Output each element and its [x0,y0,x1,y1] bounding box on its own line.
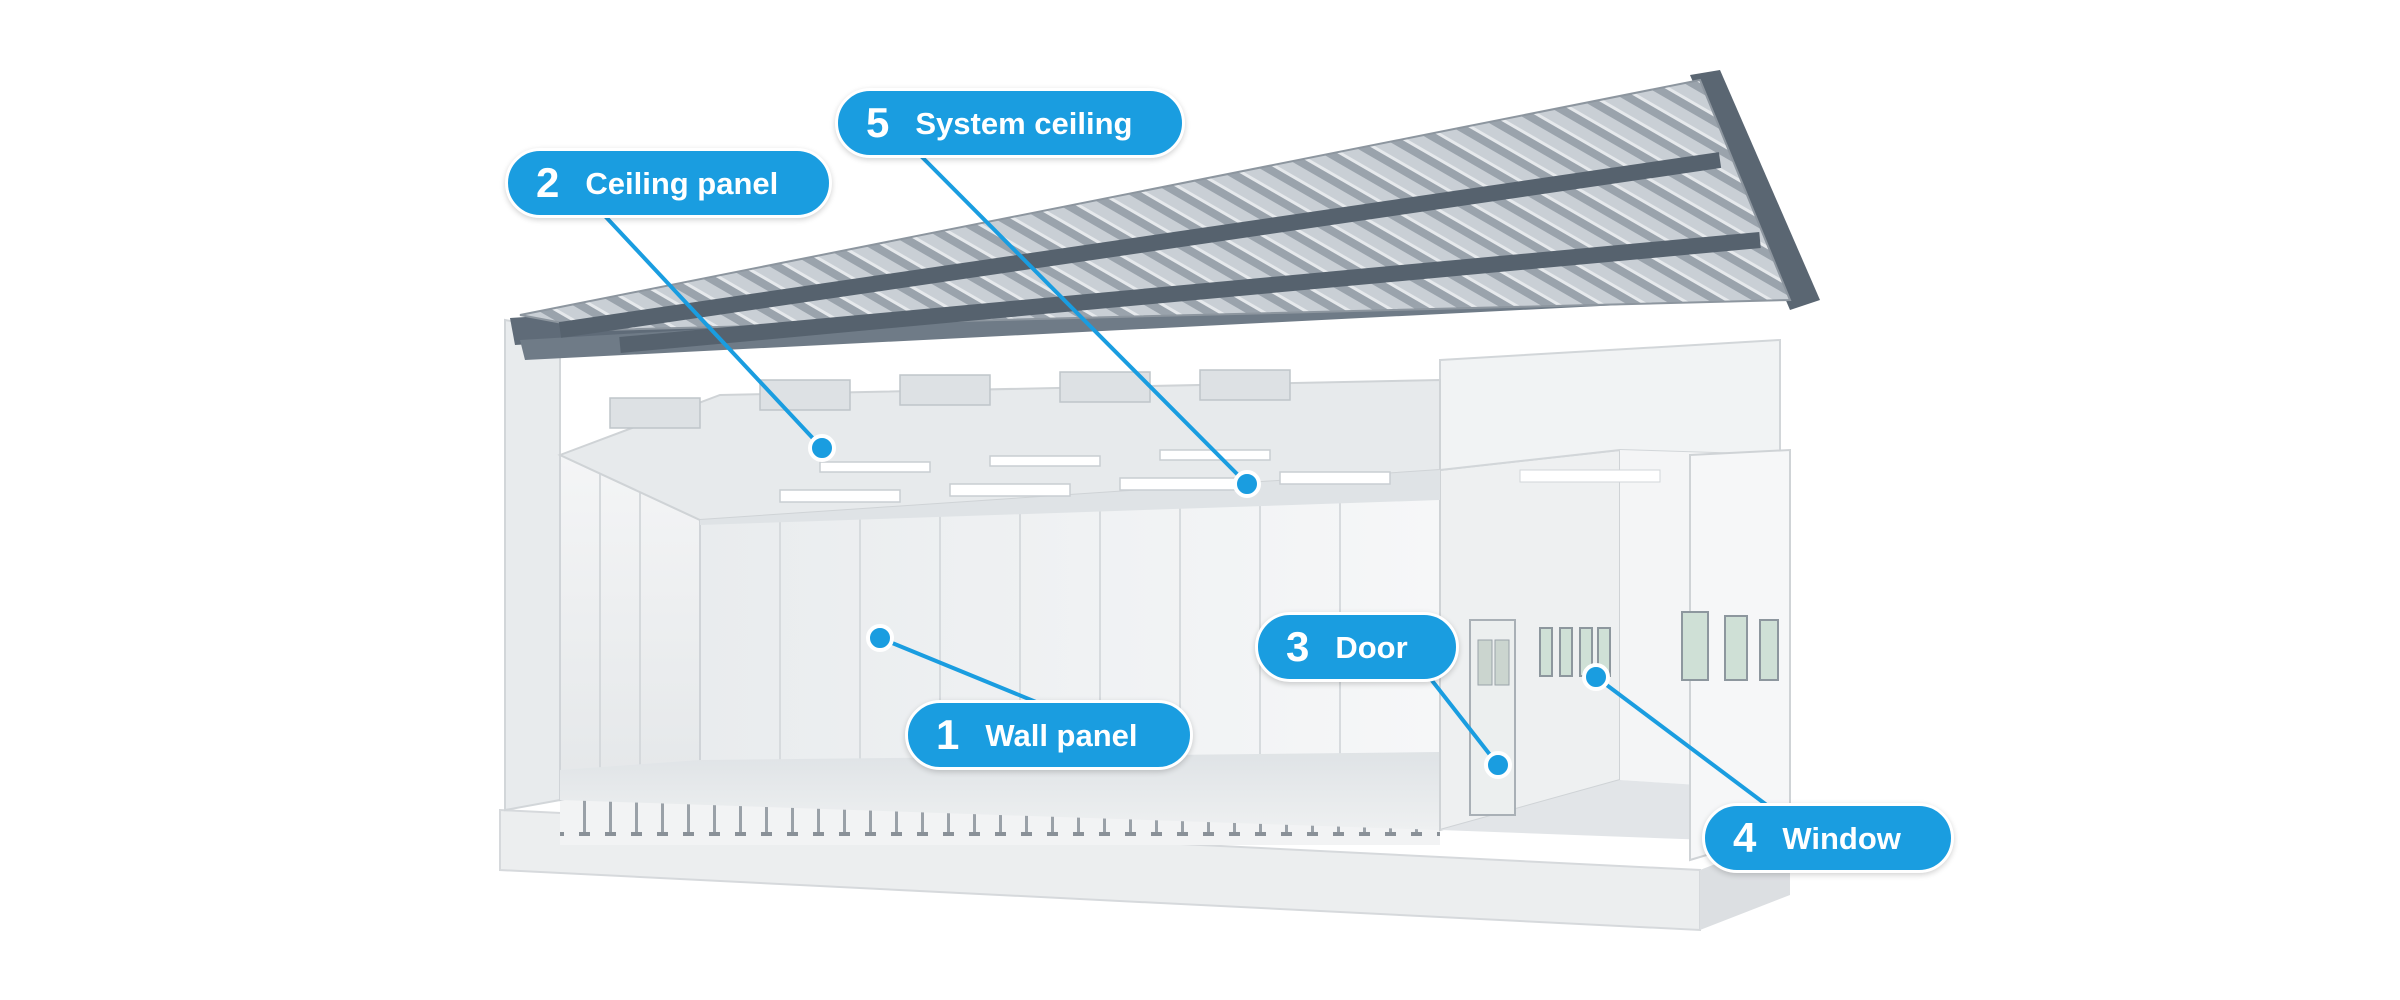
ceiling-panel-callout: 2 Ceiling panel [505,148,832,218]
window-marker-dot [1582,663,1610,691]
ceiling-panel-marker-dot [808,434,836,462]
main-floor [560,752,1440,830]
window-callout: 4 Window [1702,803,1954,873]
wall-panel-number: 1 [936,711,960,758]
door-label: Door [1335,629,1408,665]
left-wall-seams [599,473,641,792]
door-callout: 3 Door [1255,612,1459,682]
system-ceiling-number: 5 [866,99,890,146]
roof-beams [558,152,1761,353]
wall-panel-marker-dot [866,624,894,652]
wall-panel-label: Wall panel [985,717,1138,753]
outer-wall-left [504,318,561,812]
back-wall [700,500,1440,770]
wall-panel-callout: 1 Wall panel [905,700,1193,770]
system-ceiling-callout: 5 System ceiling [835,88,1185,158]
door-marker-dot [1484,751,1512,779]
door-illustration [1469,619,1516,816]
ceiling-panels [557,369,1441,525]
door-number: 3 [1286,623,1310,670]
ceiling-panel-number: 2 [536,159,560,206]
window-number: 4 [1733,814,1757,861]
leader-dots [808,434,1610,779]
ceiling-panel-label: Ceiling panel [585,165,779,201]
ante-room [1439,338,1791,862]
system-ceiling-label: System ceiling [915,105,1133,141]
system-ceiling-marker-dot [1233,470,1261,498]
ceiling-light-fixtures [779,449,1391,503]
window-label: Window [1782,820,1901,856]
